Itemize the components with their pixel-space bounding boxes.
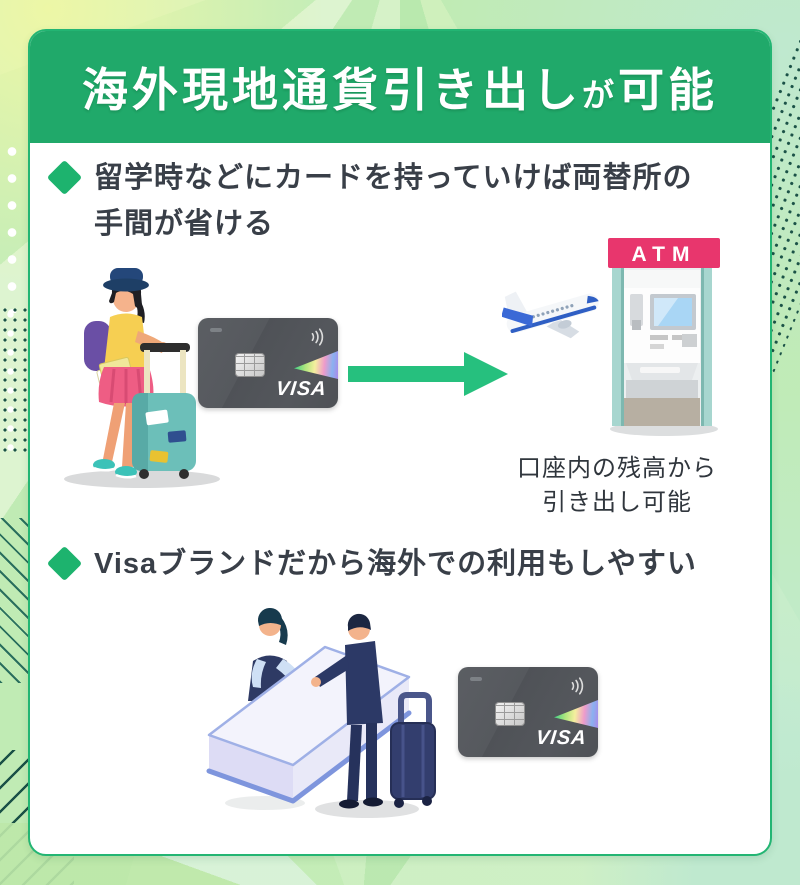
atm-screen: [654, 298, 692, 326]
credit-card-illustration: VISA: [198, 318, 338, 408]
card-issuer-mark: [470, 677, 482, 681]
page-title: 海外現地通貨引き出し が 可能: [82, 54, 718, 120]
reception-counter-illustration: [206, 607, 436, 818]
main-panel: 海外現地通貨引き出し が 可能 留学時などにカードを持っていけば両替所の手間が省…: [28, 29, 772, 856]
diamond-bullet-icon: [46, 159, 83, 196]
visa-logo: VISA: [275, 378, 329, 400]
bullet-item-1: 留学時などにカードを持っていけば両替所の手間が省ける: [46, 155, 732, 247]
ic-chip-icon: [495, 702, 525, 726]
title-particle: が: [581, 77, 618, 113]
stipple-pattern-decoration: [0, 305, 30, 455]
panel-content: 留学時などにカードを持っていけば両替所の手間が省ける: [30, 143, 770, 854]
prism-gradient-decoration: [294, 351, 338, 379]
stripe-pattern-decoration: [0, 518, 30, 683]
contactless-waves-icon: [311, 328, 324, 346]
card-issuer-mark: [210, 328, 222, 332]
atm-sign-label: ATM: [632, 243, 697, 266]
title-tail: 可能: [618, 64, 718, 116]
credit-card-illustration: VISA: [458, 667, 598, 757]
title-main: 海外現地通貨引き出し: [81, 64, 582, 116]
bullet-1-label: 留学時などにカードを持っていけば両替所の手間が省ける: [94, 162, 693, 240]
bullet-2-label: Visaブランドだから海外での利用もしやすい: [94, 548, 697, 580]
atm-caption-line2: 引き出し可能: [542, 489, 692, 516]
white-dot-pattern-decoration: [0, 138, 30, 313]
prism-gradient-decoration: [554, 700, 598, 728]
contactless-waves-icon: [571, 677, 584, 695]
atm-caption-line1: 口座内の残高から: [517, 455, 717, 482]
atm-illustration: ATM: [608, 238, 720, 436]
bullet-item-2: Visaブランドだから海外での利用もしやすい: [46, 541, 752, 587]
atm-caption: 口座内の残高から 引き出し可能: [477, 452, 757, 520]
visa-logo: VISA: [535, 727, 589, 749]
traveler-illustration: [64, 268, 220, 488]
atm-sign: [608, 238, 720, 268]
airplane-illustration: [502, 291, 599, 339]
ic-chip-icon: [235, 353, 265, 377]
arrow-right-icon: [348, 352, 508, 396]
diamond-bullet-icon: [46, 545, 83, 582]
header-banner: 海外現地通貨引き出し が 可能: [30, 31, 770, 143]
